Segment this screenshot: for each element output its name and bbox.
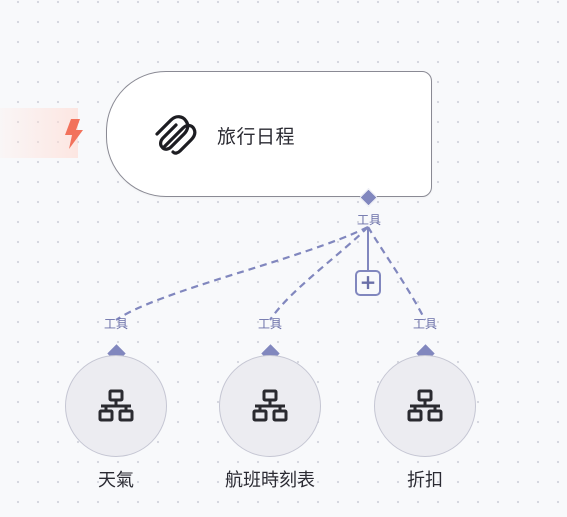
tool-port-label-flight-schedule: 工具: [257, 317, 283, 331]
tool-label-weather: 天氣: [98, 470, 134, 491]
tool-label-discount: 折扣: [407, 470, 443, 491]
network-icon: [407, 389, 443, 422]
tool-node-flight-schedule[interactable]: [219, 355, 321, 457]
add-tool-button[interactable]: +: [355, 270, 381, 296]
tool-label-flight-schedule: 航班時刻表: [225, 470, 315, 491]
network-icon: [98, 389, 134, 422]
connection-flight-schedule[interactable]: [269, 226, 369, 321]
plus-icon: +: [359, 270, 377, 294]
connection-weather[interactable]: [115, 226, 369, 321]
network-icon: [252, 389, 288, 422]
agent-tool-port-label: 工具: [356, 213, 382, 227]
agent-label: 旅行日程: [217, 126, 296, 148]
lightning-bolt-icon: [65, 119, 83, 149]
tool-port-label-weather: 工具: [103, 317, 129, 331]
connection-discount[interactable]: [367, 226, 426, 321]
paperclip-icon: [155, 115, 197, 155]
tool-node-weather[interactable]: [65, 355, 167, 457]
agent-node-travel-itinerary[interactable]: 旅行日程: [106, 71, 432, 197]
trigger-connection: [0, 108, 78, 158]
tool-port-label-discount: 工具: [412, 317, 438, 331]
tool-node-discount[interactable]: [374, 355, 476, 457]
